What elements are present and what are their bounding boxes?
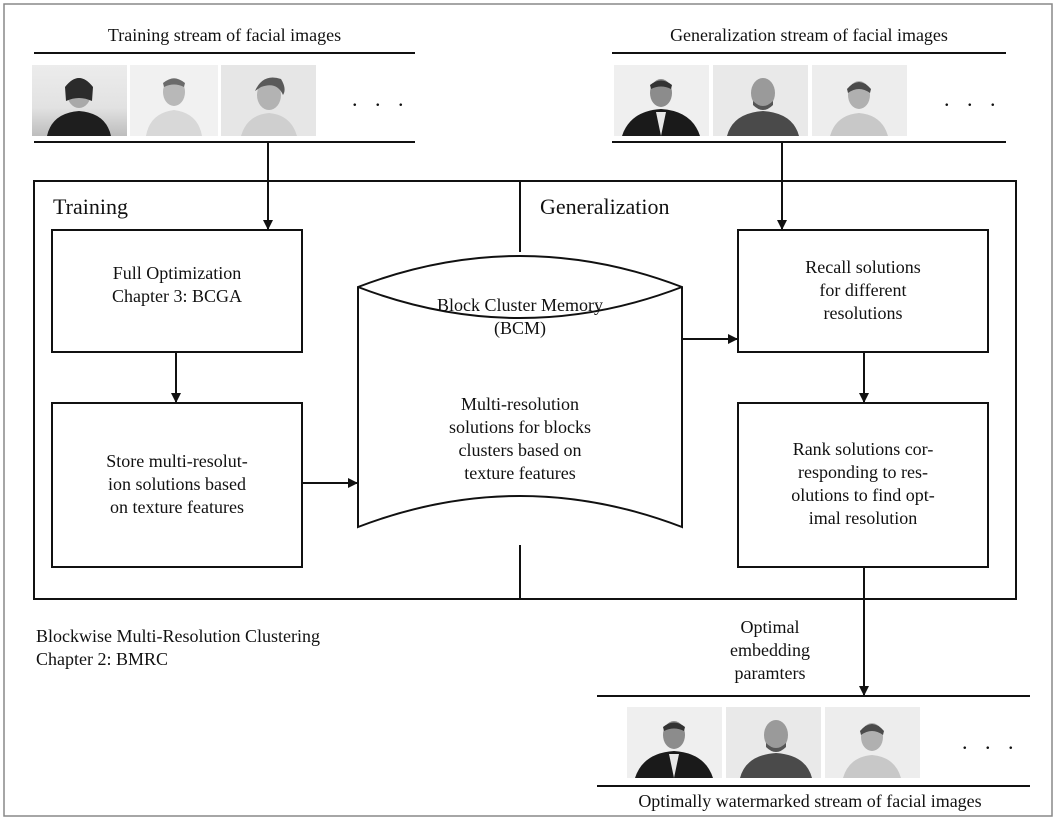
- face-image: [32, 65, 127, 136]
- face-image: [614, 65, 709, 136]
- recall-solutions-label: Recall solutions for different resolutio…: [805, 257, 921, 323]
- ellipsis: . . .: [944, 86, 1002, 111]
- optimal-params-label: Optimal embedding paramters: [730, 617, 810, 683]
- output-stream-title: Optimally watermarked stream of facial i…: [638, 791, 982, 811]
- outer-frame: [3, 3, 1053, 817]
- face-image: [130, 65, 218, 136]
- bcm-title: Block Cluster Memory (BCM): [437, 295, 603, 338]
- training-stream-title: Training stream of facial images: [107, 25, 342, 45]
- face-image: [726, 707, 821, 778]
- generalization-stream-title: Generalization stream of facial images: [670, 25, 948, 45]
- system-frame: [33, 180, 1017, 600]
- face-image: [221, 65, 316, 136]
- full-optimization-label: Full Optimization Chapter 3: BCGA: [112, 263, 242, 306]
- section-title-training: Training: [53, 194, 128, 219]
- bmrc-label: Blockwise Multi-Resolution Clustering Ch…: [36, 626, 320, 669]
- face-image: [825, 707, 920, 778]
- bcm-cylinder: [357, 255, 683, 529]
- bcm-cylinder-rim: [357, 286, 683, 319]
- bcm-body: Multi-resolution solutions for blocks cl…: [449, 394, 591, 483]
- ellipsis: . . .: [352, 86, 410, 111]
- rank-solutions-label: Rank solutions cor- responding to res- o…: [791, 439, 935, 528]
- face-image: [812, 65, 907, 136]
- section-title-generalization: Generalization: [540, 194, 670, 219]
- face-image: [627, 707, 722, 778]
- face-image: [713, 65, 808, 136]
- store-solutions-box: [51, 402, 303, 568]
- store-solutions-label: Store multi-resolut- ion solutions based…: [106, 451, 248, 517]
- ellipsis: . . .: [962, 729, 1020, 754]
